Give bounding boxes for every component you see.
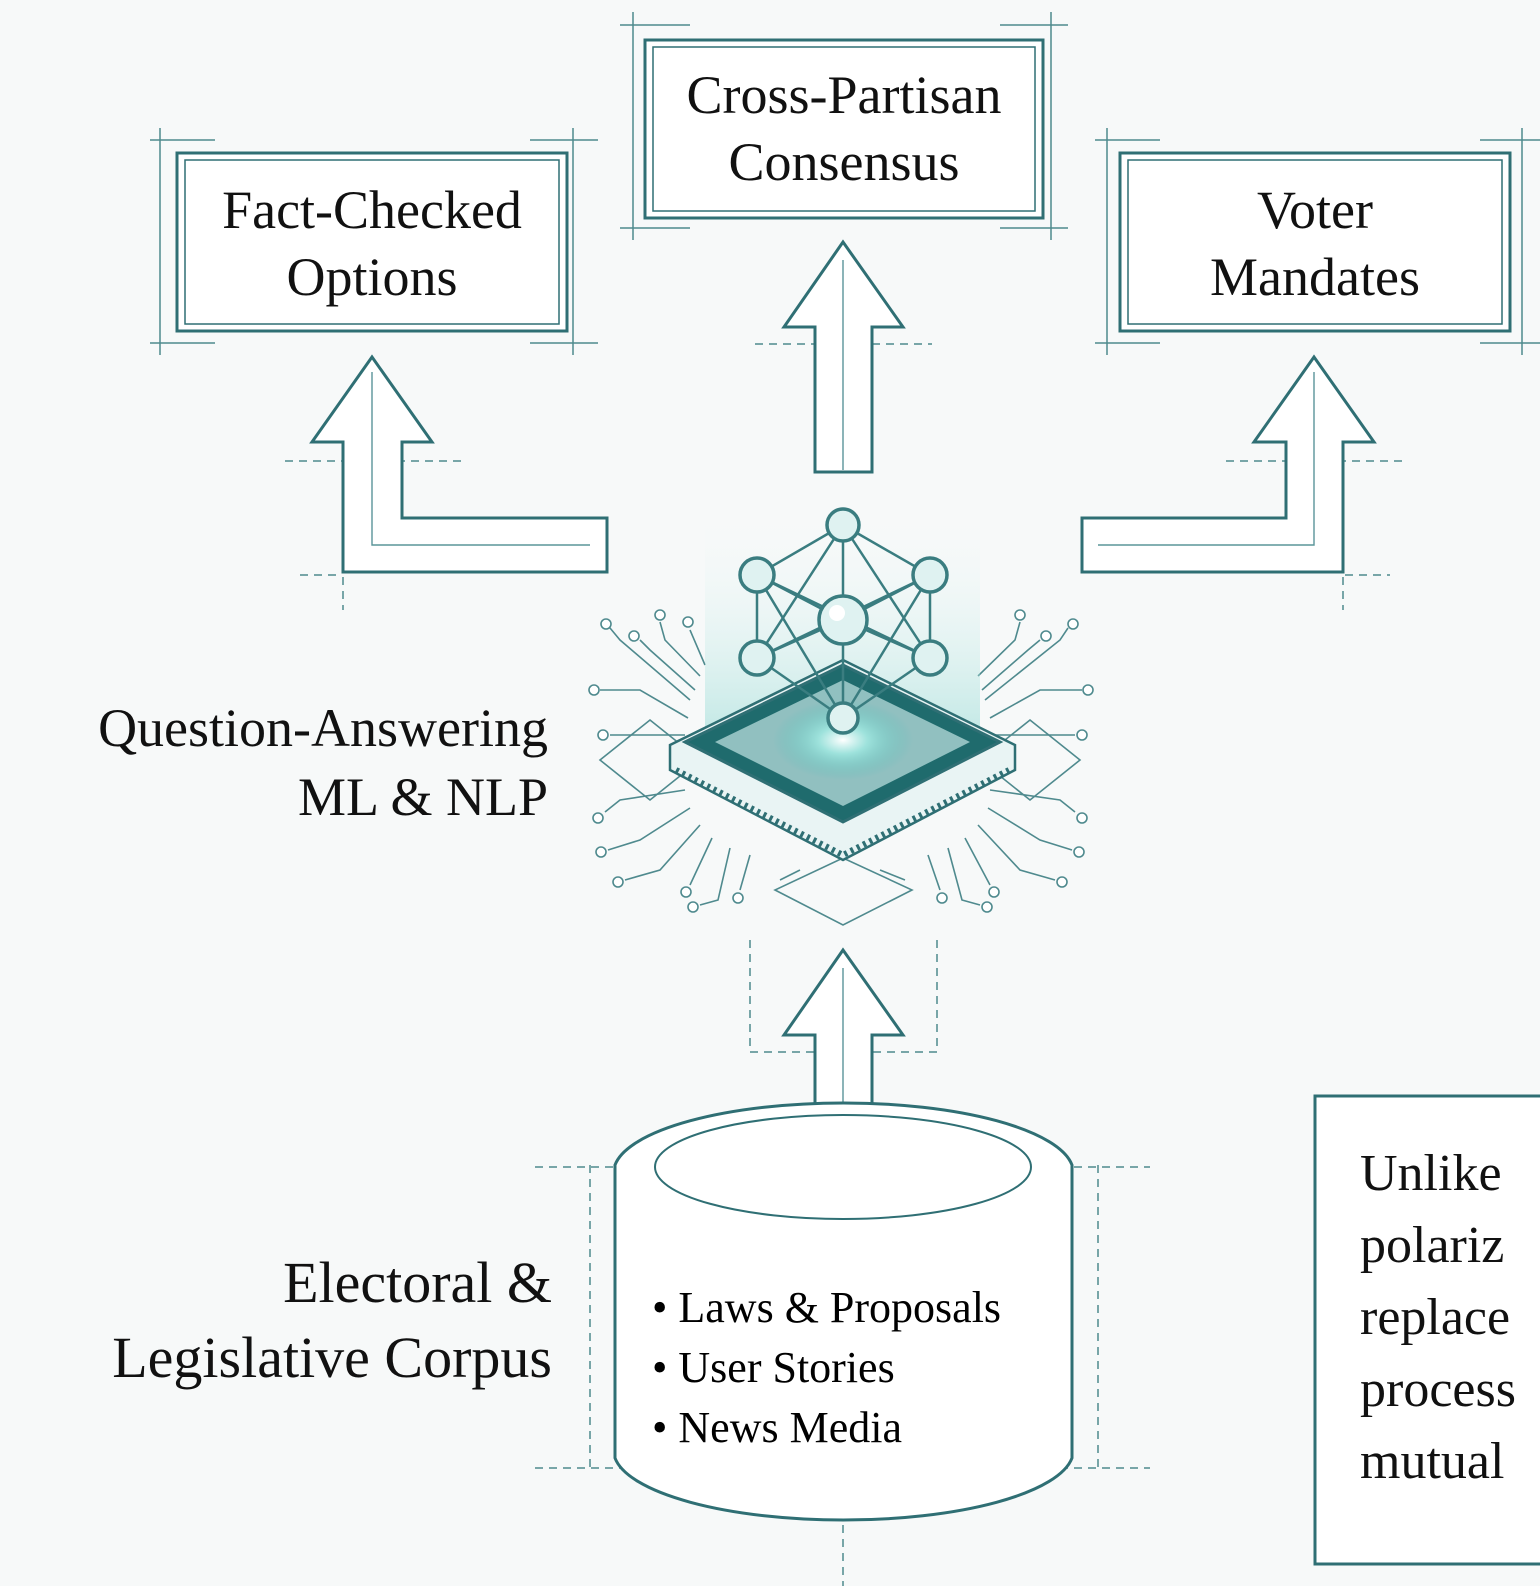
arrow-to-cross-partisan — [755, 239, 932, 474]
cross-partisan-line2: Consensus — [728, 132, 959, 192]
fact-checked-line2: Options — [286, 247, 457, 307]
note-line-5: mutual — [1360, 1433, 1504, 1490]
corpus-item-news-media: • News Media — [652, 1403, 902, 1452]
note-box: Unlike polariz replace process mutual — [1313, 1094, 1540, 1566]
note-line-4: process — [1360, 1361, 1516, 1418]
arrow-to-voter-mandates — [1080, 354, 1405, 610]
voter-mandates-line2: Mandates — [1210, 247, 1420, 307]
cross-partisan-consensus-box: Cross-Partisan Consensus — [620, 12, 1068, 240]
note-line-3: replace — [1360, 1289, 1510, 1346]
note-line-2: polariz — [1360, 1217, 1504, 1274]
corpus-label: Electoral & Legislative Corpus — [112, 1250, 552, 1390]
voter-mandates-line1: Voter — [1257, 180, 1373, 240]
note-line-1: Unlike — [1360, 1145, 1502, 1202]
voter-mandates-box: Voter Mandates — [1095, 128, 1540, 355]
circuit-traces — [588, 609, 1094, 926]
corpus-item-laws: • Laws & Proposals — [652, 1283, 1001, 1332]
processor-label: Question-Answering ML & NLP — [98, 698, 548, 827]
processor-label-line2: ML & NLP — [298, 767, 548, 827]
corpus-label-line1: Electoral & — [283, 1250, 552, 1315]
arrow-to-fact-checked — [285, 354, 609, 610]
neural-network-icon — [738, 507, 949, 735]
processor-label-line1: Question-Answering — [98, 698, 548, 758]
ml-processor-chip — [588, 500, 1094, 926]
corpus-label-line2: Legislative Corpus — [112, 1325, 552, 1390]
fact-checked-line1: Fact-Checked — [222, 180, 522, 240]
fact-checked-options-box: Fact-Checked Options — [150, 128, 598, 355]
cross-partisan-line1: Cross-Partisan — [687, 65, 1002, 125]
corpus-item-user-stories: • User Stories — [652, 1343, 895, 1392]
corpus-database: • Laws & Proposals • User Stories • News… — [535, 1101, 1150, 1586]
